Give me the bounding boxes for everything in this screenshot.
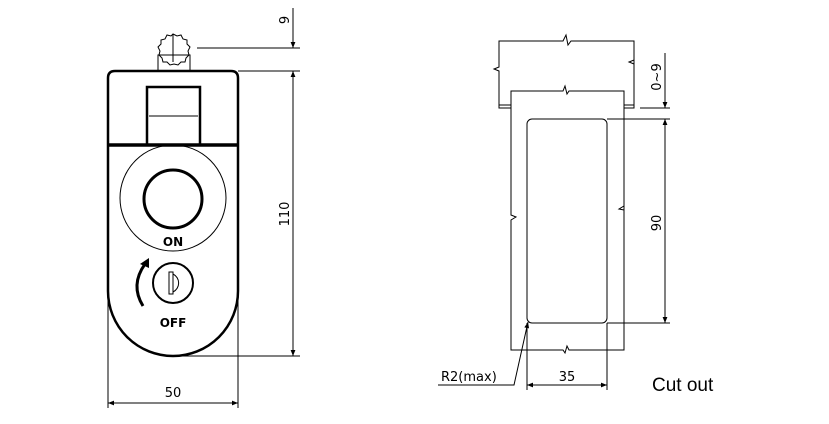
radius-label: R2(max) (441, 370, 497, 385)
mounting-frame (492, 33, 635, 105)
key-cylinder (152, 262, 194, 304)
dim-cutout-height: 90 (650, 215, 665, 232)
dim-panel-thickness: 0~9 (650, 63, 665, 90)
dim-height: 110 (278, 202, 293, 227)
off-label: OFF (160, 316, 187, 330)
cutout-opening (526, 118, 608, 324)
button-bezel (119, 144, 227, 252)
panel (510, 84, 625, 355)
dim-top: 9 (278, 16, 293, 24)
top-knob (157, 33, 191, 72)
lock-body (106, 69, 240, 358)
on-label: ON (163, 235, 183, 249)
handle-slot (145, 85, 202, 145)
front-view: ON OFF 9 110 50 (106, 8, 300, 408)
cutout-view: 0~9 90 35 R2(max) Cut out (438, 33, 714, 396)
on-button (142, 168, 204, 230)
dim-width: 50 (165, 386, 182, 401)
dim-cutout-width: 35 (559, 370, 576, 385)
rotate-arrow-icon (135, 258, 149, 307)
cutout-title: Cut out (652, 375, 714, 396)
